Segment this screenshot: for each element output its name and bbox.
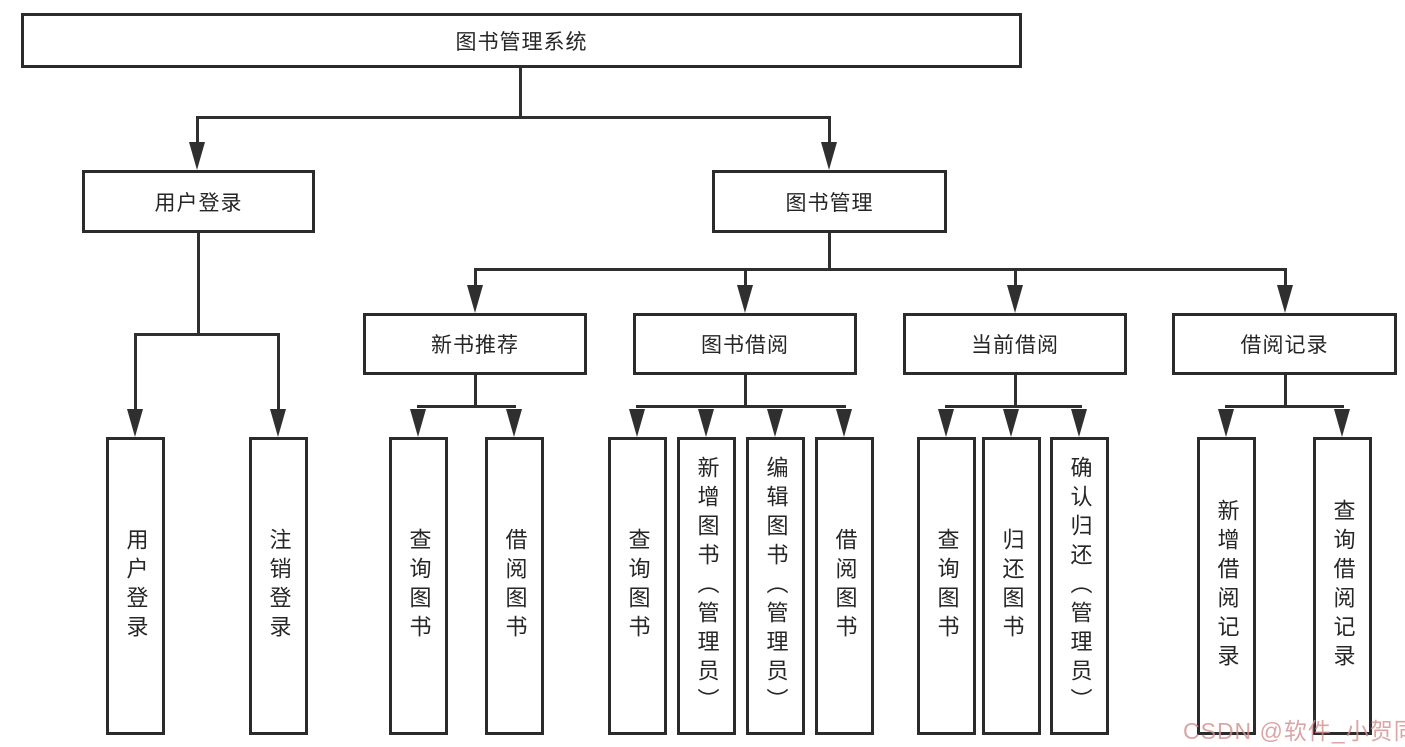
arrow-to-borrow-record — [1277, 285, 1293, 313]
connector-drop-leaf-user-login — [134, 333, 137, 410]
connector-borrow-record-stem — [1284, 375, 1287, 407]
arrow-to-leaf-logout — [270, 409, 286, 437]
leaf-br-add-record: 新增借阅记录 — [1197, 437, 1256, 735]
connector-book-mgmt-bar — [474, 268, 1287, 271]
arrow-to-leaf-cb-return — [1003, 409, 1019, 437]
node-user-login: 用户登录 — [82, 170, 315, 233]
connector-book-mgmt-stem — [828, 233, 831, 270]
connector-drop-current-borrow — [1014, 268, 1017, 287]
csdn-watermark: CSDN @软件_小贺同学 — [1183, 718, 1405, 744]
connector-current-borrow-stem — [1014, 375, 1017, 407]
connector-new-book-rec-bar — [417, 405, 516, 408]
connector-root-stem — [519, 68, 522, 118]
connector-user-login-stem — [197, 233, 200, 335]
arrow-to-new-book-rec — [467, 285, 483, 313]
node-book-borrow: 图书借阅 — [633, 313, 857, 375]
leaf-bb-add-books: 新增图书（管理员） — [677, 437, 736, 735]
connector-user-login-bar — [134, 333, 280, 336]
arrow-to-leaf-bb-query — [629, 409, 645, 437]
arrow-to-current-borrow — [1007, 285, 1023, 313]
leaf-user-login: 用户登录 — [106, 437, 165, 735]
leaf-bb-query-books: 查询图书 — [608, 437, 667, 735]
node-new-book-recommend: 新书推荐 — [363, 313, 587, 375]
connector-drop-borrow-record — [1284, 268, 1287, 287]
arrow-to-leaf-user-login — [127, 409, 143, 437]
arrow-to-leaf-bb-borrow — [836, 409, 852, 437]
leaf-bb-edit-books: 编辑图书（管理员） — [746, 437, 805, 735]
arrow-to-book-mgmt — [821, 142, 837, 170]
node-book-management: 图书管理 — [712, 170, 947, 233]
connector-current-borrow-bar — [945, 405, 1082, 408]
node-current-borrow: 当前借阅 — [903, 313, 1127, 375]
connector-book-borrow-stem — [744, 375, 747, 407]
connector-drop-user-login — [196, 116, 199, 144]
leaf-br-query-record: 查询借阅记录 — [1313, 437, 1372, 735]
leaf-nb-borrow-books: 借阅图书 — [485, 437, 544, 735]
arrow-to-leaf-nb-query — [410, 409, 426, 437]
connector-book-borrow-bar — [636, 405, 846, 408]
arrow-to-book-borrow — [737, 285, 753, 313]
leaf-nb-query-books: 查询图书 — [389, 437, 448, 735]
leaf-cb-confirm-return: 确认归还（管理员） — [1050, 437, 1109, 735]
leaf-logout: 注销登录 — [249, 437, 308, 735]
arrow-to-leaf-cb-confirm — [1071, 409, 1087, 437]
node-borrow-record: 借阅记录 — [1172, 313, 1397, 375]
leaf-cb-return-books: 归还图书 — [982, 437, 1041, 735]
connector-drop-new-book-rec — [474, 268, 477, 287]
leaf-cb-query-books: 查询图书 — [917, 437, 976, 735]
connector-drop-book-mgmt — [828, 116, 831, 144]
connector-new-book-rec-stem — [474, 375, 477, 407]
arrow-to-user-login — [189, 142, 205, 170]
arrow-to-leaf-cb-query — [938, 409, 954, 437]
connector-drop-book-borrow — [744, 268, 747, 287]
arrow-to-leaf-br-query — [1334, 409, 1350, 437]
node-root: 图书管理系统 — [21, 13, 1022, 68]
arrow-to-leaf-bb-add — [698, 409, 714, 437]
connector-drop-leaf-logout — [277, 333, 280, 410]
connector-root-bar — [196, 116, 831, 119]
arrow-to-leaf-bb-edit — [767, 409, 783, 437]
arrow-to-leaf-br-add — [1218, 409, 1234, 437]
leaf-bb-borrow-books: 借阅图书 — [815, 437, 874, 735]
arrow-to-leaf-nb-borrow — [506, 409, 522, 437]
connector-borrow-record-bar — [1225, 405, 1344, 408]
